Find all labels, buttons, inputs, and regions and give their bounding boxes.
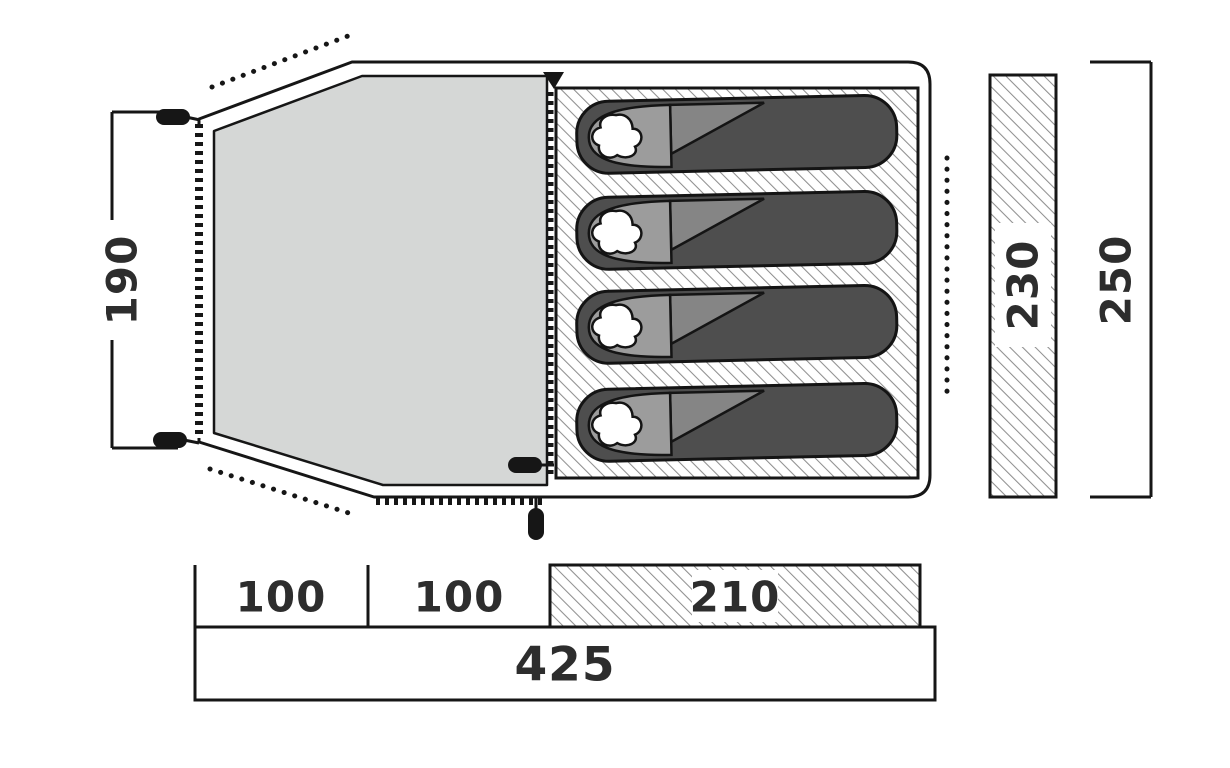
sleeping-bag-2 (574, 189, 900, 272)
dim-outer-width: 250 (1090, 60, 1153, 499)
dim-length-segments: 100 100 210 (193, 563, 935, 629)
peg-bottom-left (153, 432, 200, 448)
bottom-peg (528, 498, 544, 540)
vestibule-floor (212, 74, 549, 487)
dim-label-outer-width: 250 (1092, 235, 1141, 326)
dim-label-segment-1: 100 (236, 573, 327, 622)
door-toggle (508, 457, 554, 473)
sleeping-bag-4 (574, 381, 900, 464)
dim-label-inner-width: 190 (98, 235, 147, 326)
guy-line-bottom-left (207, 466, 355, 517)
sleeping-bag-3 (574, 283, 900, 366)
guy-line-top-left (209, 30, 359, 90)
dim-label-bedroom-length: 230 (999, 240, 1048, 331)
dim-label-segment-3: 210 (690, 573, 781, 622)
dim-total-length: 425 (193, 625, 937, 702)
zipper-pull (543, 72, 564, 89)
dim-label-total-length: 425 (514, 637, 615, 692)
dim-label-segment-2: 100 (414, 573, 505, 622)
dim-bedroom-length: 230 (988, 73, 1058, 499)
dim-inner-width: 190 (95, 110, 178, 450)
sleeping-bag-1 (574, 93, 900, 176)
